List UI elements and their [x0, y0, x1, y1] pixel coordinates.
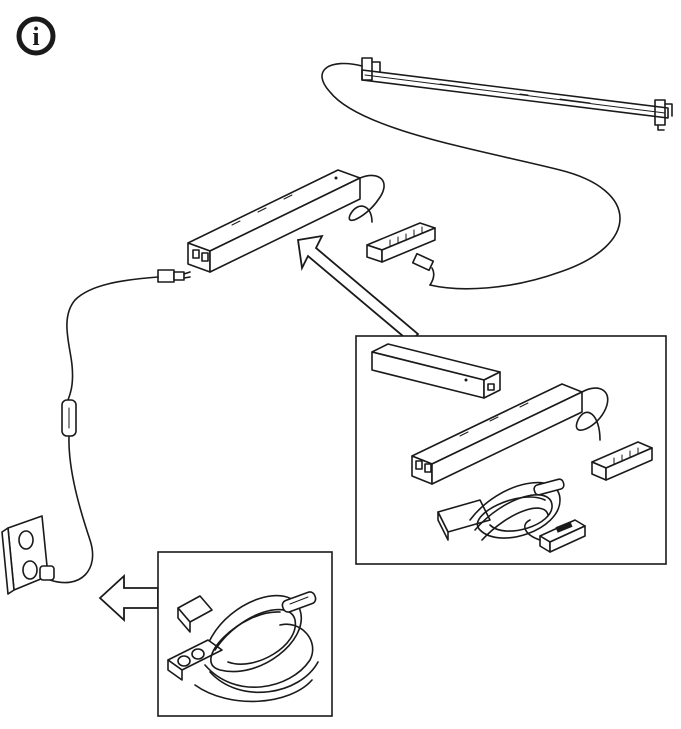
inline-switch [61, 399, 77, 437]
wall-outlet [1, 515, 55, 595]
detail-inset-driver-set [355, 335, 667, 565]
led-driver-box [187, 169, 361, 273]
arrow-to-outlet [98, 573, 159, 623]
rail-connector-plug [411, 252, 435, 286]
info-icon-glyph: i [32, 22, 39, 51]
power-plug-to-driver [157, 269, 191, 283]
led-rail-bar [321, 57, 673, 290]
info-icon: i [16, 16, 56, 56]
detail-inset-power-cord [157, 551, 333, 717]
junction-box [366, 222, 436, 263]
